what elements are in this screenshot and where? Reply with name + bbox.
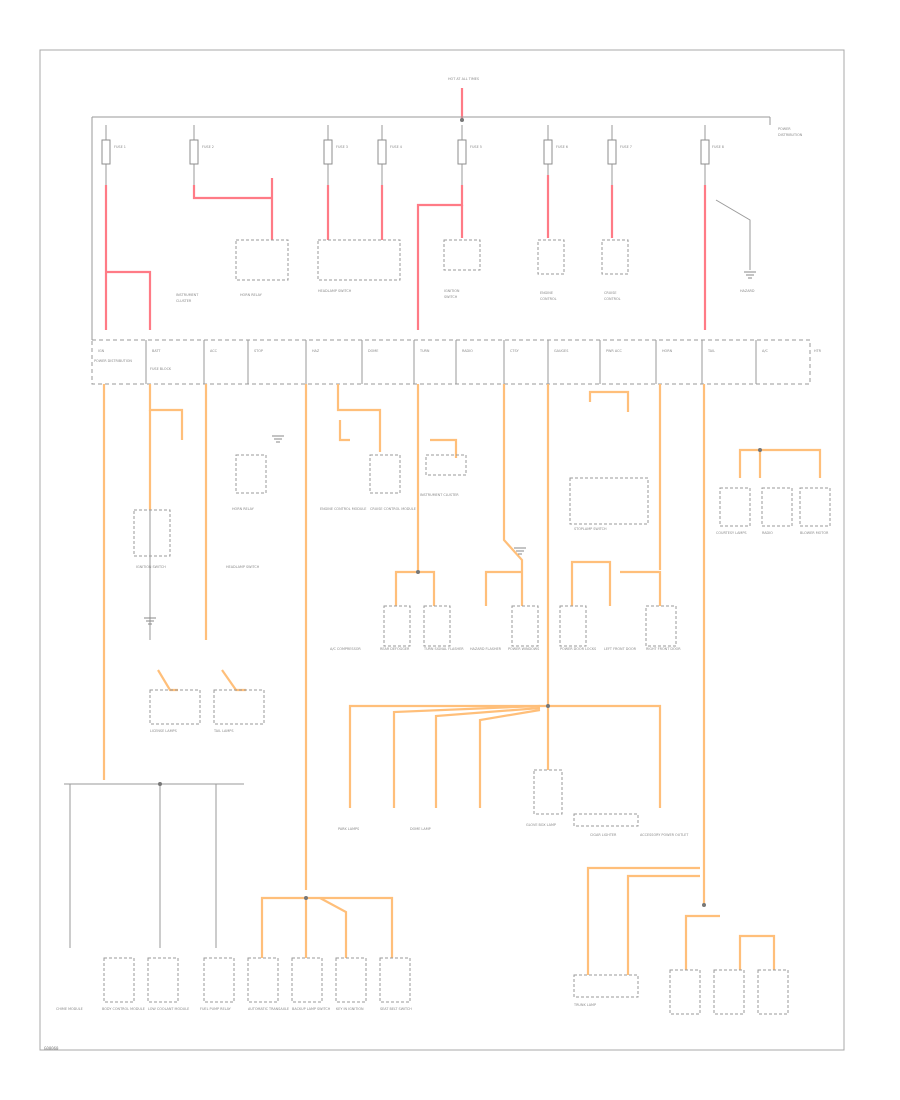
lower-black-wires [64,510,244,948]
diagram-frame [39,49,845,1051]
fuse-label: BATT [152,349,161,353]
component-label: HORN RELAY [232,507,255,511]
component-label: FUSE BLOCK [150,367,172,371]
fuse-label: IGN [98,349,105,353]
svg-text:FUSE 1: FUSE 1 [114,145,126,149]
fuse-block [91,339,811,385]
ground-symbols [144,435,526,625]
svg-text:INSTRUMENT: INSTRUMENT [176,293,199,297]
svg-text:IGNITION: IGNITION [444,289,460,293]
fuse-block-labels: IGN BATT ACC STOP HAZ DOME TURN RADIO CTSY GAUGES… [98,349,822,353]
svg-text:FUSE 6: FUSE 6 [556,145,568,149]
svg-text:FUSE 7: FUSE 7 [620,145,632,149]
svg-text:CRUISE: CRUISE [604,291,617,295]
svg-text:HAZARD: HAZARD [740,289,755,293]
svg-text:CONTROL: CONTROL [604,297,621,301]
fuse-label: HTR [814,349,822,353]
component-label: CIGAR LIGHTER [590,833,617,837]
component-label: BODY CONTROL MODULE [102,1007,145,1011]
fuse-label: TURN [419,349,430,353]
lower-orange-wires [102,384,822,975]
splices [158,448,762,907]
component-label: KEY IN IGNITION [336,1007,364,1011]
fuse-label: HORN [662,349,673,353]
bottom-components [103,957,789,1015]
component-label: LOW COOLANT MODULE [148,1007,189,1011]
component-label: HAZARD FLASHER [470,647,502,651]
svg-text:DISTRIBUTION: DISTRIBUTION [778,133,803,137]
svg-text:FUSE 2: FUSE 2 [202,145,214,149]
fuse-label: HAZ [312,349,320,353]
component-label: REAR DEFOGGER [380,647,410,651]
component-label: COURTESY LAMPS [716,531,747,535]
main-splice [460,118,464,122]
svg-text:ENGINE: ENGINE [540,291,553,295]
component-label: TAIL LAMPS [213,729,234,733]
component-label: BACKUP LAMP SWITCH [292,1007,331,1011]
component-label: IGNITION SWITCH [136,565,166,569]
component-label: RIGHT FRONT DOOR [646,647,681,651]
svg-text:FUSE 5: FUSE 5 [470,145,482,149]
component-label: TURN SIGNAL FLASHER [423,647,464,651]
component-label: POWER DISTRIBUTION [94,359,132,363]
upper-components [235,199,756,281]
component-label: GLOVE BOX LAMP [526,823,556,827]
top-fuse-labels: FUSE 1 FUSE 2 FUSE 3 FUSE 4 FUSE 5 FUSE … [114,127,803,149]
svg-text:FUSE 4: FUSE 4 [390,145,402,149]
fuse-block-dividers [145,340,757,384]
component-label: STOPLAMP SWITCH [574,527,607,531]
mid-components [133,454,831,827]
component-label: BLOWER MOTOR [800,531,829,535]
component-label: AUTOMATIC TRANSAXLE [248,1007,289,1011]
fuse-label: A/C [762,349,768,353]
fuse-label: TAIL [707,349,715,353]
svg-text:FUSE 3: FUSE 3 [336,145,348,149]
component-label: PARK LAMPS [338,827,359,831]
svg-text:CONTROL: CONTROL [540,297,557,301]
diagram-code: G08060 [44,1046,59,1051]
svg-text:POWER: POWER [778,127,791,131]
component-label: ACCESSORY POWER OUTLET [640,833,689,837]
component-label: FUEL PUMP RELAY [200,1007,232,1011]
svg-text:CLUSTER: CLUSTER [176,299,192,303]
top-red-wires [104,175,707,330]
component-label: INSTRUMENT CLUSTER [420,493,459,497]
component-label: TRUNK LAMP [573,1003,596,1007]
fuse-label: CTSY [510,349,520,353]
svg-text:FUSE 8: FUSE 8 [712,145,724,149]
component-label: HEADLAMP SWITCH [226,565,260,569]
fuse-label: GAUGES [554,349,568,353]
fuse-label: RADIO [462,349,473,353]
component-label: A/C COMPRESSOR [330,647,361,651]
svg-text:HORN RELAY: HORN RELAY [240,293,263,297]
component-label: RADIO [762,531,773,535]
fuse-label: ACC [210,349,218,353]
fuse-label: PWR ACC [606,349,622,353]
component-label: LEFT FRONT DOOR [604,647,637,651]
fuse-label: STOP [254,349,263,353]
component-label: LICENSE LAMPS [150,729,177,733]
component-label: ENGINE CONTROL MODULE [320,507,366,511]
upper-component-labels: INSTRUMENT CLUSTER HORN RELAY HEADLAMP S… [176,289,755,303]
component-label: CHIME MODULE [56,1007,83,1011]
component-label: DOME LAMP [410,827,431,831]
source-label: HOT AT ALL TIMES [448,77,479,81]
component-label: POWER WINDOWS [508,647,539,651]
component-label: CRUISE CONTROL MODULE [370,507,416,511]
top-fuses [101,139,710,165]
top-branches [105,117,771,185]
svg-text:SWITCH: SWITCH [444,295,458,299]
fuse-label: DOME [368,349,378,353]
svg-text:HEADLAMP SWITCH: HEADLAMP SWITCH [318,289,352,293]
component-labels: POWER DISTRIBUTION FUSE BLOCK IGNITION SWI… [56,359,829,1011]
component-label: POWER DOOR LOCKS [560,647,596,651]
component-label: SEAT BELT SWITCH [380,1007,412,1011]
